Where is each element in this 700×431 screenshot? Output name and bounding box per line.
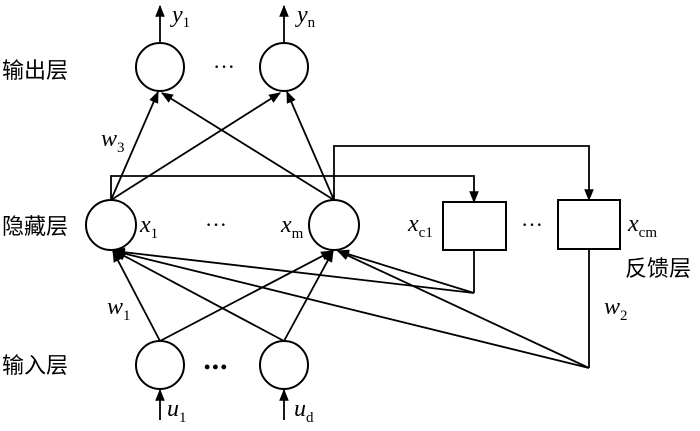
feedback-xm-to-xcm xyxy=(333,145,594,202)
edge-xcm-xm xyxy=(336,250,590,369)
ellipsis-context: ··· xyxy=(521,212,543,237)
context-unit-xcm xyxy=(557,199,621,250)
edge-x1-y1 xyxy=(110,90,159,201)
ellipsis-input: ••• xyxy=(204,357,229,377)
edge-xc1-xm xyxy=(336,249,475,294)
input-neuron-u1 xyxy=(135,340,185,390)
label-yn: yn xyxy=(295,2,316,31)
edge-ud-x1 xyxy=(113,250,285,342)
edge-xm-y1 xyxy=(160,92,335,201)
edge-u1-x1 xyxy=(112,249,161,342)
label-xc1: xc1 xyxy=(407,211,433,241)
edge-xm-yn xyxy=(286,90,335,201)
edge-u1-xm xyxy=(159,250,334,342)
label-y1: y1 xyxy=(170,2,190,31)
weight-label-w1: w1 xyxy=(107,294,131,324)
ellipsis-hidden: ··· xyxy=(205,212,227,237)
output-neuron-yn xyxy=(259,42,309,92)
hidden-neuron-xm xyxy=(308,199,360,251)
hidden-neuron-x1 xyxy=(85,199,137,251)
feedback-x1-to-xc1 xyxy=(110,175,479,204)
layer-label-output: 输出层 xyxy=(2,59,68,84)
layer-label-hidden: 隐藏层 xyxy=(2,215,68,240)
edge-xcm-x1 xyxy=(112,248,590,369)
layer-label-input: 输入层 xyxy=(2,354,68,379)
edge-x1-yn xyxy=(110,92,282,201)
output-neuron-y1 xyxy=(135,42,185,92)
label-xcm: xcm xyxy=(627,211,657,241)
label-ud: ud xyxy=(294,396,314,426)
label-xm: xm xyxy=(280,212,304,242)
weight-label-w3: w3 xyxy=(101,126,125,156)
ellipsis-output: ··· xyxy=(213,54,235,79)
context-unit-xc1 xyxy=(442,201,507,251)
layer-label-context: 反馈层 xyxy=(625,257,691,282)
edge-xc1-x1 xyxy=(112,247,475,294)
label-u1: u1 xyxy=(167,396,187,426)
edge-ud-xm xyxy=(283,249,334,342)
weight-label-w2: w2 xyxy=(604,294,628,324)
input-neuron-ud xyxy=(259,340,309,390)
label-x1: x1 xyxy=(139,212,158,242)
